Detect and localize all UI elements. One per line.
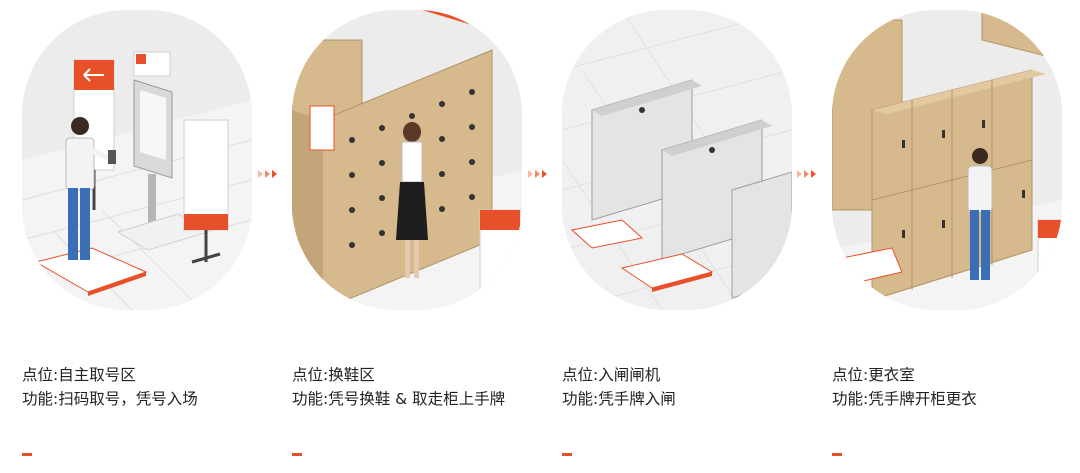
caption: 点位: 自主取号区 功能: 扫码取号，凭号入场 [22, 363, 262, 411]
function-value: 扫码取号，凭号入场 [58, 387, 238, 411]
accent-dash [22, 453, 32, 456]
point-line: 点位: 自主取号区 [22, 363, 262, 387]
accent-dash [832, 453, 842, 456]
function-label: 功能: [832, 387, 868, 411]
function-label: 功能: [562, 387, 598, 411]
function-label: 功能: [292, 387, 328, 411]
step-locker-room: 点位: 更衣室 功能: 凭手牌开柜更衣 [832, 0, 1062, 473]
shoe-locker-scene-icon [292, 10, 522, 310]
turnstile-scene-illustration [562, 10, 792, 310]
turnstile-scene-icon [562, 10, 792, 310]
accent-dash [292, 453, 302, 456]
point-label: 点位: [292, 363, 328, 387]
step-self-service-number: 点位: 自主取号区 功能: 扫码取号，凭号入场 [22, 0, 252, 473]
caption: 点位: 更衣室 功能: 凭手牌开柜更衣 [832, 363, 1072, 411]
kiosk-scene-illustration [22, 10, 252, 310]
caption: 点位: 入闸闸机 功能: 凭手牌入闸 [562, 363, 802, 411]
point-value: 换鞋区 [328, 363, 508, 387]
point-value: 自主取号区 [58, 363, 238, 387]
point-value: 更衣室 [868, 363, 1048, 387]
point-line: 点位: 换鞋区 [292, 363, 532, 387]
flow-arrow-icon [797, 166, 823, 180]
caption: 点位: 换鞋区 功能: 凭号换鞋 & 取走柜上手牌 [292, 363, 532, 411]
flow-arrow-icon [258, 166, 284, 180]
shoe-locker-scene-illustration [292, 10, 522, 310]
point-value: 入闸闸机 [598, 363, 778, 387]
function-line: 功能: 凭号换鞋 & 取走柜上手牌 [292, 387, 532, 411]
point-label: 点位: [22, 363, 58, 387]
function-line: 功能: 凭手牌入闸 [562, 387, 802, 411]
function-value: 凭手牌入闸 [598, 387, 778, 411]
step-turnstile: 点位: 入闸闸机 功能: 凭手牌入闸 [562, 0, 792, 473]
function-line: 功能: 扫码取号，凭号入场 [22, 387, 262, 411]
locker-room-scene-illustration [832, 10, 1062, 310]
function-label: 功能: [22, 387, 58, 411]
locker-room-scene-icon [832, 10, 1062, 310]
point-line: 点位: 更衣室 [832, 363, 1072, 387]
kiosk-scene-icon [22, 10, 252, 310]
flow-arrow-icon [528, 166, 554, 180]
function-line: 功能: 凭手牌开柜更衣 [832, 387, 1072, 411]
function-value: 凭号换鞋 & 取走柜上手牌 [328, 387, 518, 411]
function-value: 凭手牌开柜更衣 [868, 387, 1048, 411]
step-shoe-change: 点位: 换鞋区 功能: 凭号换鞋 & 取走柜上手牌 [292, 0, 522, 473]
point-label: 点位: [562, 363, 598, 387]
point-line: 点位: 入闸闸机 [562, 363, 802, 387]
accent-dash [562, 453, 572, 456]
point-label: 点位: [832, 363, 868, 387]
